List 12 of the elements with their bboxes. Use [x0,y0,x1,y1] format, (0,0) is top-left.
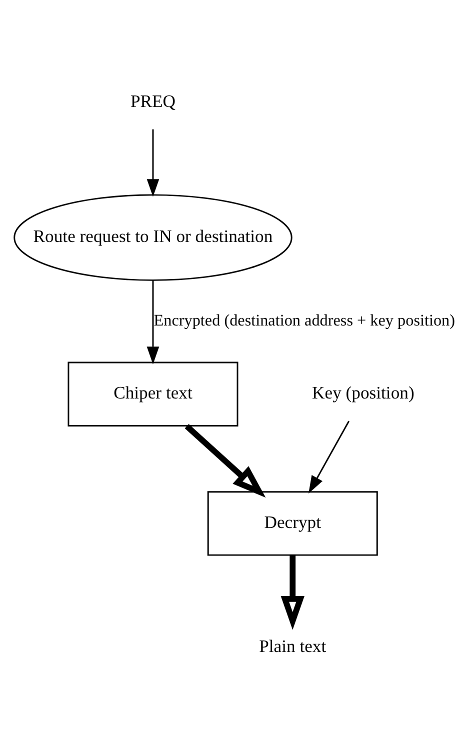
arrow [184,424,266,498]
arrow [280,556,304,630]
node-text: Plain text [259,636,326,656]
arrow [146,129,160,197]
node-text: PREQ [130,90,176,111]
edge-label: Encrypted (destination address + key position) [154,312,455,330]
node-box: Decrypt [207,491,378,556]
node-box: Chiper text [68,362,238,426]
node-text: Key (position) [312,382,414,403]
arrow [308,420,350,494]
node-ellipse: Route request to IN or destination [14,194,292,281]
arrow [146,280,160,364]
